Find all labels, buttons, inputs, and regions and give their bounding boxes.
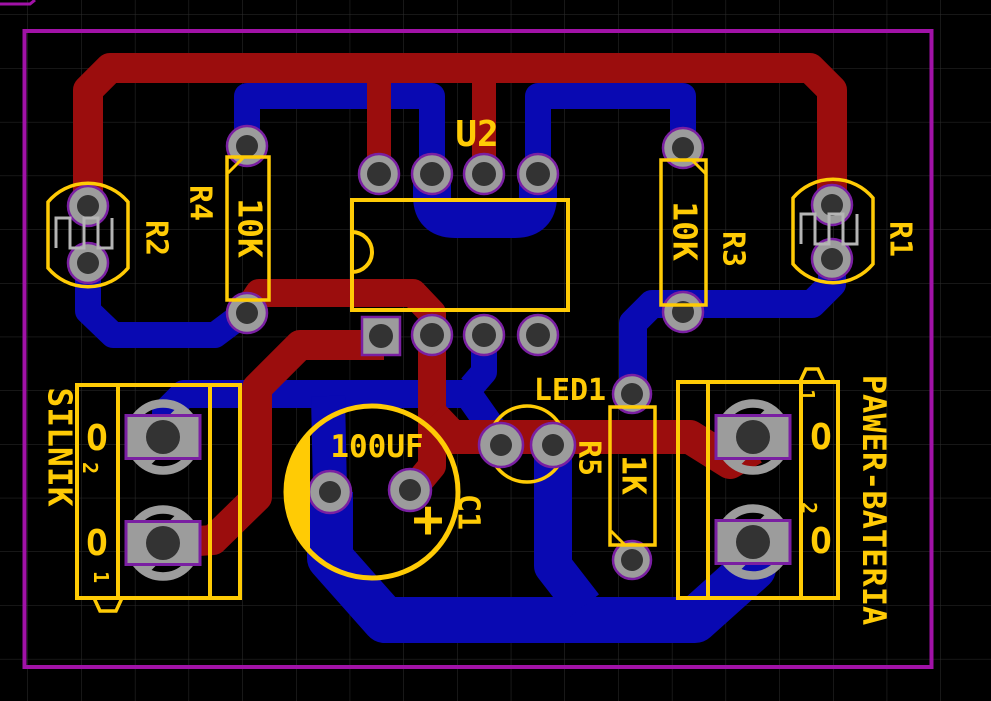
copper-trace-top[interactable] [73,53,847,206]
copper-trace-bottom[interactable] [413,177,557,238]
pad-bateria-2[interactable] [714,504,792,580]
component-r2[interactable]: R2 [46,181,174,289]
bateria-tab [797,367,827,384]
r5-value-label[interactable]: 1K [614,455,653,495]
bateria-pin1-number: 1 [795,389,819,401]
r3-outline[interactable] [659,158,708,307]
component-r4[interactable]: 10K R4 [183,155,271,302]
r2-outline[interactable] [46,181,130,289]
component-c1[interactable]: 100UF + C1 [283,403,486,581]
r3-value-label[interactable]: 10K [665,201,704,261]
u2-pin1-notch [351,230,374,274]
silnik-pin1-number: 1 [89,571,113,583]
silnik-pin2-number: 2 [78,462,102,474]
pad-u2-4[interactable] [516,313,560,357]
pad-r3-1[interactable] [661,126,705,170]
pad-u2-2[interactable] [410,313,454,357]
pad-r1-1[interactable] [810,183,854,227]
u2-outline[interactable] [350,198,570,312]
silnik-ref-label[interactable]: SILNIK [40,387,79,506]
bateria-outline[interactable] [676,380,840,600]
pad-u2-8[interactable] [357,152,401,196]
c1-ref-label[interactable]: C1 [451,494,486,530]
bateria-ref-label[interactable]: PAWER-BATERIA [855,375,893,625]
pad-led1-a[interactable] [477,421,525,469]
pad-r3-2[interactable] [661,290,705,334]
r2-ref-label[interactable]: R2 [139,220,174,256]
component-led1[interactable]: LED1 [534,373,606,408]
copper-trace-bottom[interactable] [525,83,696,174]
silnik-outline[interactable] [75,383,242,600]
pad-led1-k[interactable] [529,421,577,469]
r4-lead-mark [226,156,245,175]
pad-r2-2[interactable] [66,241,110,285]
component-r1[interactable]: R1 [791,177,918,285]
c1-polarity-crescent [284,431,310,553]
r4-outline[interactable] [225,155,271,302]
copper-trace-bottom[interactable] [534,447,600,618]
r1-outline[interactable] [791,177,875,285]
bateria-pin1-symbol: O [810,417,832,458]
r4-value-label[interactable]: 10K [230,198,269,258]
silnik-pin1-symbol: O [86,523,108,564]
led1-ref-label[interactable]: LED1 [534,373,606,408]
component-r5[interactable]: 1K R5 [572,405,657,547]
r5-lead-mark [609,529,627,547]
silnik-pin2-symbol: O [86,418,108,459]
pad-u2-1-square[interactable] [360,315,402,357]
ldr-symbol-icon [799,212,859,246]
pad-silnik-2[interactable] [124,399,202,475]
pad-u2-6[interactable] [462,152,506,196]
pad-r2-1[interactable] [66,184,110,228]
component-u2[interactable]: U2 [350,114,570,312]
pad-bateria-1[interactable] [714,399,792,475]
r3-lead-mark [690,158,708,176]
pad-r1-2[interactable] [810,237,854,281]
pad-silnik-1[interactable] [124,505,202,581]
pad-u2-5[interactable] [516,152,560,196]
r5-ref-label[interactable]: R5 [572,440,607,476]
r3-ref-label[interactable]: R3 [716,231,751,267]
pad-r5-2[interactable] [611,539,653,581]
r1-ref-label[interactable]: R1 [883,221,918,257]
copper-trace-bottom[interactable] [75,262,255,348]
component-silnik[interactable]: SILNIK O 2 O 1 [40,383,242,613]
silkscreen-layer[interactable]: R2 R1 10K R4 U2 10K R3 LED1 [40,114,917,625]
pad-c1-plus[interactable] [387,467,433,513]
ldr-symbol-icon [54,216,114,250]
pad-u2-7[interactable] [410,152,454,196]
pad-r4-2[interactable] [225,291,269,335]
copper-trace-top[interactable] [167,330,384,558]
silnik-tab [91,596,125,613]
pad-c1-minus[interactable] [307,469,353,515]
pads-layer[interactable] [66,124,854,581]
r5-outline[interactable] [608,405,657,547]
pad-u2-3[interactable] [462,313,506,357]
bateria-pin2-number: 2 [797,502,821,514]
r4-ref-label[interactable]: R4 [183,185,218,221]
pad-r5-1[interactable] [611,373,653,415]
offboard-outline-fragment [0,0,36,6]
copper-trace-bottom[interactable] [234,83,445,174]
u2-ref-label[interactable]: U2 [455,114,498,155]
c1-value-label[interactable]: 100UF [330,429,423,465]
c1-plus-mark: + [412,490,443,550]
pad-r4-1[interactable] [225,124,269,168]
component-bateria[interactable]: PAWER-BATERIA 1 O 2 O [676,367,893,625]
board-outline[interactable] [22,29,934,669]
bateria-pin2-symbol: O [810,521,832,562]
component-r3[interactable]: 10K R3 [659,158,751,307]
